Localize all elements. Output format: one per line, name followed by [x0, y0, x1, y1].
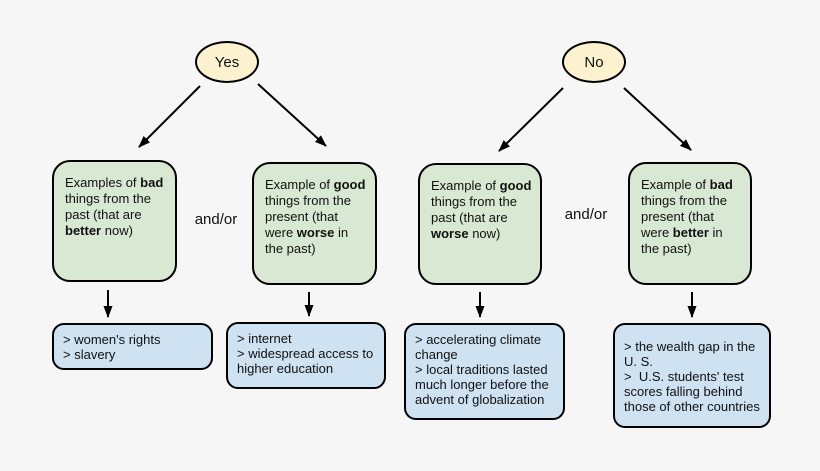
decision-node-no-label: No [584, 53, 604, 71]
decision-node-yes: Yes [195, 41, 259, 83]
examples-box-internet-education: > internet > widespread access to higher… [226, 322, 386, 389]
arrow-yes-to-category-2 [257, 83, 327, 147]
decision-node-no: No [562, 41, 626, 83]
pair-connector-label-2: and/or [564, 206, 608, 223]
examples-box-wealth-gap-test-scores: > the wealth gap in the U. S. > U.S. stu… [613, 323, 771, 428]
arrow-yes-to-category-1 [138, 85, 201, 148]
arrow-no-to-category-4 [623, 87, 692, 151]
category-box-bad-past: Examples of bad things from the past (th… [52, 160, 177, 282]
pair-connector-label-1: and/or [194, 211, 238, 228]
category-box-good-past: Example of good things from the past (th… [418, 163, 542, 285]
category-box-bad-present: Example of bad things from the present (… [628, 162, 752, 285]
decision-node-yes-label: Yes [214, 53, 240, 71]
examples-box-womens-rights-slavery: > women's rights > slavery [52, 323, 213, 370]
examples-box-climate-traditions: > accelerating climate change > local tr… [404, 323, 565, 420]
category-box-good-present: Example of good things from the present … [252, 162, 377, 285]
arrow-no-to-category-3 [498, 87, 564, 152]
